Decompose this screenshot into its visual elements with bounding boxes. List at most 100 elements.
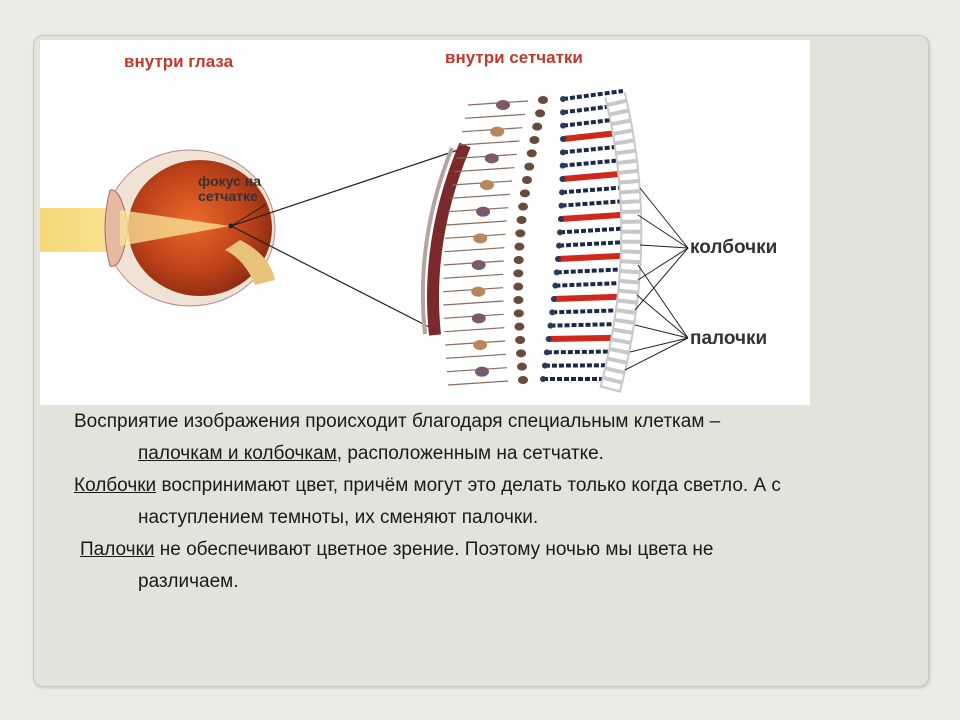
p3-line2: различаем.	[138, 571, 239, 592]
bipolar-cell	[516, 349, 527, 358]
paragraph-3-cont: различаем.	[74, 566, 914, 598]
bipolar-cell	[524, 162, 535, 171]
description-text: Восприятие изображения происходит благод…	[74, 406, 914, 598]
p2-line1-rest: воспринимают цвет, причём могут это дела…	[156, 475, 781, 496]
receptor-nucleus	[559, 162, 566, 169]
bipolar-cell	[518, 202, 529, 211]
bipolar-cell	[529, 136, 540, 144]
rod-cell	[555, 281, 623, 288]
rod-cell	[546, 349, 609, 355]
cone-cell	[557, 252, 627, 262]
p1-underlined: палочкам и колбочкам	[138, 443, 337, 464]
neuron-fiber	[445, 353, 507, 359]
p3-line1-rest: не обеспечивают цветное зрение. Поэтому …	[154, 539, 714, 560]
ganglion-cell	[484, 153, 499, 164]
bipolar-cell	[516, 216, 527, 224]
rod-cell	[559, 226, 630, 235]
receptor-nucleus	[543, 349, 550, 356]
receptor-nucleus	[547, 322, 554, 329]
diagram-svg	[40, 89, 689, 393]
paragraph-2-cont: наступлением темноты, их сменяют палочки…	[74, 502, 914, 534]
receptor-nucleus	[555, 256, 562, 262]
bipolar-cell	[513, 282, 524, 291]
receptor-nucleus	[560, 136, 567, 142]
bipolar-cell	[538, 96, 548, 104]
receptor-nucleus	[558, 202, 565, 209]
rod-cell	[558, 239, 629, 248]
neuron-fiber	[443, 273, 504, 279]
bipolar-cell	[513, 256, 524, 264]
rod-cell	[561, 185, 629, 195]
focus-pointer	[230, 204, 266, 227]
paragraph-1: Восприятие изображения происходит благод…	[74, 406, 914, 438]
rod-cell	[561, 198, 630, 208]
rod-cell	[550, 322, 615, 328]
eye-retina-diagram: внутри глаза внутри сетчатки фокус на се…	[40, 40, 810, 405]
cone-cell	[553, 293, 620, 302]
rod-cell	[552, 308, 618, 315]
label-cones: колбочки	[690, 237, 778, 258]
retina-section	[420, 89, 643, 393]
bipolar-cell	[519, 189, 530, 198]
cone-cell	[562, 170, 629, 182]
receptor-nucleus	[550, 296, 557, 302]
receptor-nucleus	[557, 216, 564, 222]
bipolar-cell	[515, 336, 526, 344]
neuron-fiber	[443, 300, 504, 306]
rod-pointers	[624, 264, 689, 371]
receptor-nucleus	[540, 376, 546, 382]
retina-neurons	[443, 96, 548, 386]
bipolar-cell	[521, 176, 532, 184]
bipolar-cell	[518, 376, 528, 384]
eyeball	[104, 149, 276, 307]
receptor-nucleus	[560, 122, 567, 129]
ganglion-cell	[471, 313, 486, 324]
bipolar-cell	[514, 322, 525, 331]
ganglion-cell	[471, 260, 486, 270]
p3-underlined: Палочки	[80, 539, 155, 560]
bipolar-cell	[535, 109, 546, 118]
bipolar-cell	[516, 362, 527, 371]
bipolar-cell	[532, 122, 543, 131]
p2-underlined: Колбочки	[74, 475, 157, 496]
neuron-fiber	[449, 193, 510, 199]
projection-line-top	[230, 149, 459, 227]
ganglion-cell	[476, 206, 491, 217]
cone-cell	[560, 211, 630, 222]
label-rods: палочки	[690, 328, 768, 349]
neuron-fiber	[444, 327, 505, 333]
paragraph-2: Колбочки воспринимают цвет, причём могут…	[74, 470, 914, 502]
receptor-nucleus	[559, 149, 566, 156]
ganglion-cell	[473, 340, 488, 350]
rod-cell	[556, 267, 625, 275]
receptor-nucleus	[541, 362, 548, 369]
cone-cell	[548, 334, 612, 342]
label-focus: фокус на сетчатке	[198, 174, 261, 204]
receptor-nucleus	[545, 336, 552, 342]
bipolar-cell	[513, 296, 524, 304]
receptor-nucleus	[560, 109, 567, 116]
ganglion-cell	[496, 100, 510, 110]
ganglion-cell	[473, 233, 488, 244]
receptor-nucleus	[556, 242, 563, 249]
label-focus-line2: сетчатке	[198, 188, 258, 204]
paragraph-1-cont: палочкам и колбочкам, расположенным на с…	[74, 438, 914, 470]
neuron-fiber	[465, 113, 526, 119]
receptor-nucleus	[560, 96, 566, 102]
bipolar-cell	[526, 149, 537, 158]
receptor-nucleus	[552, 282, 559, 289]
neuron-fiber	[459, 140, 520, 146]
paragraph-3: Палочки не обеспечивают цветное зрение. …	[74, 534, 914, 566]
label-focus-line1: фокус на	[198, 173, 261, 189]
bipolar-cell	[513, 269, 524, 278]
receptor-nucleus	[553, 269, 560, 276]
ganglion-cell	[474, 366, 489, 377]
p1-line1: Восприятие изображения происходит благод…	[74, 411, 721, 432]
label-inside-eye: внутри глаза	[124, 52, 234, 71]
receptor-nucleus	[559, 176, 566, 182]
label-inside-retina: внутри сетчатки	[445, 48, 583, 67]
neuron-fiber	[447, 380, 509, 386]
ganglion-cell	[490, 126, 505, 137]
p1-line2-rest: , расположенным на сетчатке.	[336, 443, 604, 464]
cone-pointers	[634, 187, 689, 311]
